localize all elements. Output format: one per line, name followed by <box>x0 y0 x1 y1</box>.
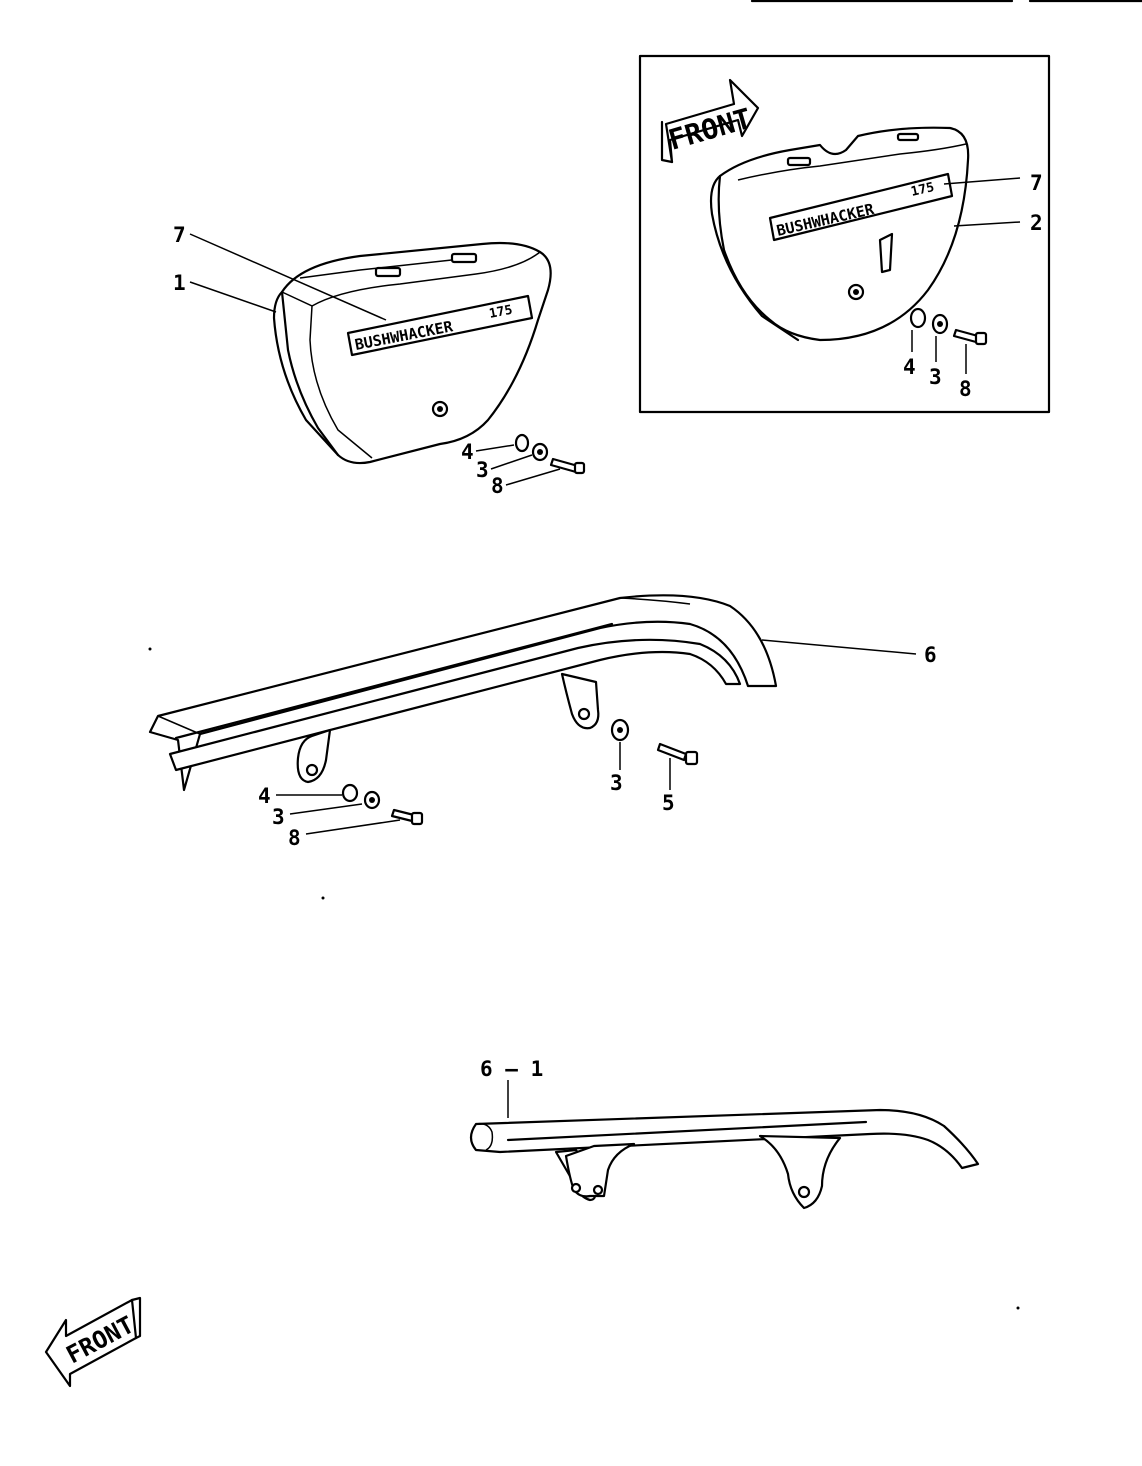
emblem-model-left: 175 <box>488 303 514 322</box>
leaders-chain-guard <box>276 639 917 835</box>
emblem-model-right: 175 <box>910 180 936 200</box>
leaders-inset <box>911 177 1021 374</box>
side-cover-left: BUSHWHACKER 175 <box>272 241 552 465</box>
callout-chain-collar-left: 3 <box>272 805 285 829</box>
callout-inset-bolt: 8 <box>959 377 972 401</box>
callout-main-grommet: 4 <box>461 440 474 464</box>
callout-main-bolt: 8 <box>491 474 504 498</box>
callout-main-collar: 3 <box>476 458 489 482</box>
scan-specks <box>148 647 1020 1310</box>
callout-inset-grommet: 4 <box>903 355 916 379</box>
chain-guard-alt <box>469 1108 980 1210</box>
front-arrow-bottom: FRONT <box>44 1296 142 1388</box>
leaders-left-cover <box>189 233 561 486</box>
callout-main-emblem: 7 <box>173 223 186 247</box>
front-arrow-inset: FRONT <box>660 78 760 164</box>
callout-chain-bolt-right: 5 <box>662 791 675 815</box>
inset-frame <box>638 54 1051 414</box>
callout-inset-emblem: 7 <box>1030 171 1043 195</box>
hardware-inset <box>909 307 988 346</box>
callout-chain-collar-right: 3 <box>610 771 623 795</box>
callout-main-cover: 1 <box>173 271 186 295</box>
hardware-left-cover <box>514 433 586 475</box>
side-cover-right: BUSHWHACKER 175 <box>709 126 970 342</box>
callout-inset-collar: 3 <box>929 365 942 389</box>
chain-guard <box>148 594 778 792</box>
callout-chain-bolt-left: 8 <box>288 826 301 850</box>
hardware-chain-guard <box>341 718 699 826</box>
callout-inset-cover: 2 <box>1030 211 1043 235</box>
callout-alt-guard: 6 – 1 <box>480 1057 543 1081</box>
callout-chain-guard: 6 <box>924 643 937 667</box>
callout-chain-grommet: 4 <box>258 784 271 808</box>
